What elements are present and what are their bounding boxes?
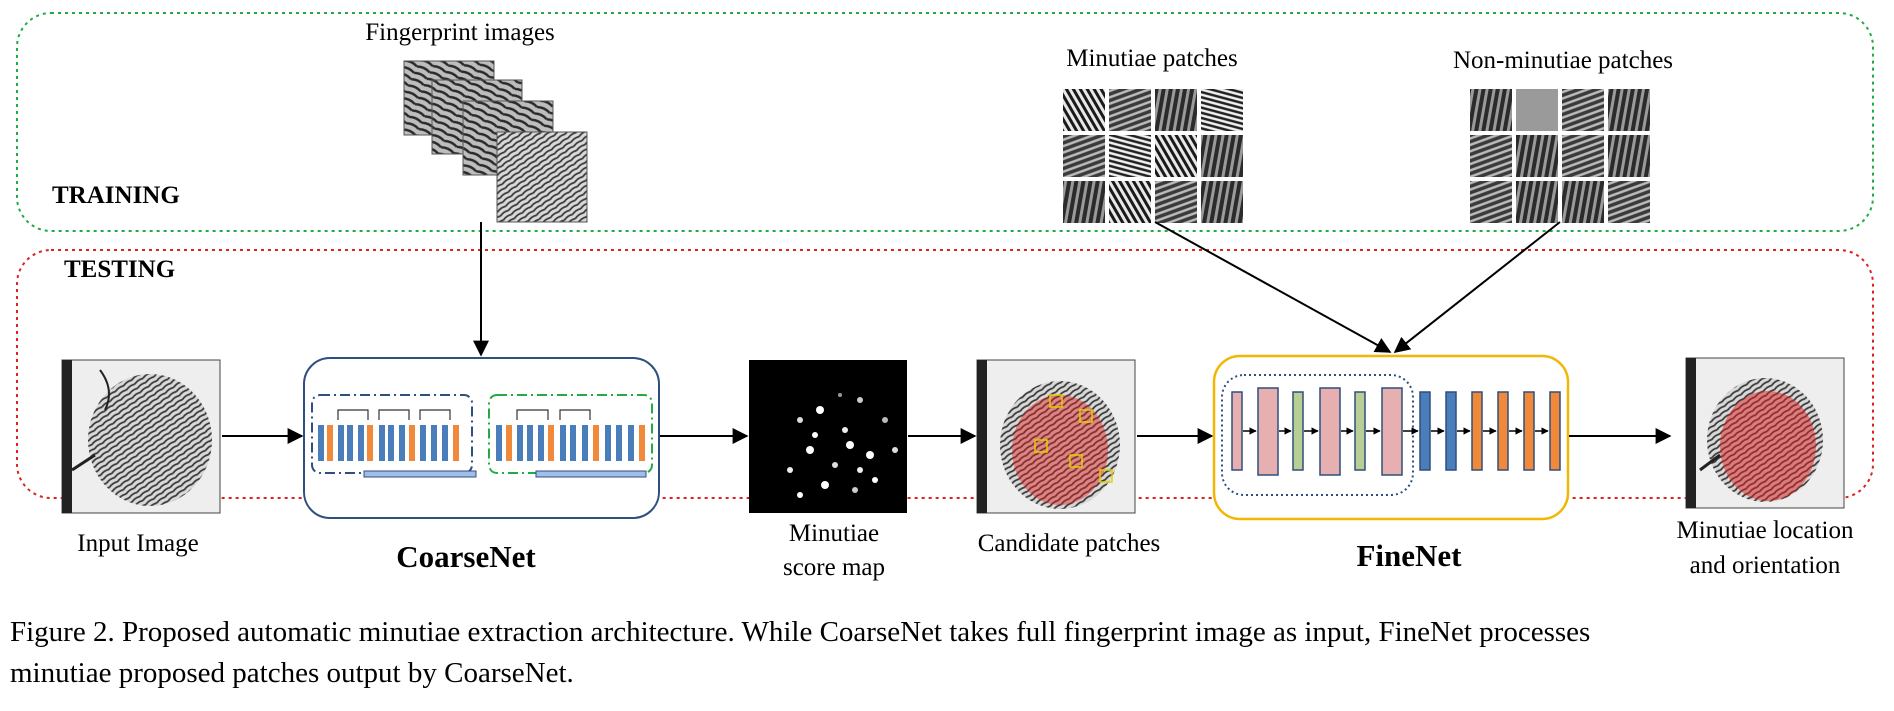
patch — [1201, 181, 1243, 223]
patch — [1608, 89, 1650, 131]
patch — [1470, 135, 1512, 177]
patch — [1562, 181, 1604, 223]
non-minutiae-patches-grid — [1470, 89, 1650, 223]
patch — [1608, 181, 1650, 223]
testing-region — [16, 249, 1874, 499]
input-image-label: Input Image — [77, 530, 198, 557]
score-map-label-1: Minutiae — [789, 520, 879, 547]
patch — [1155, 181, 1197, 223]
patch — [1109, 89, 1151, 131]
patch — [1109, 181, 1151, 223]
coarsenet-label: CoarseNet — [396, 539, 536, 574]
patch — [1562, 89, 1604, 131]
fingerprint-images-stack — [403, 60, 588, 223]
patch — [1201, 135, 1243, 177]
finenet-layers — [1231, 387, 1561, 476]
patch — [1516, 181, 1558, 223]
coarsenet-layers — [318, 409, 647, 478]
patch — [1516, 135, 1558, 177]
arrow-icon — [1154, 221, 1392, 353]
candidate-patches-image — [976, 359, 1136, 514]
patch — [1109, 135, 1151, 177]
output-image — [1685, 357, 1845, 509]
input-image — [61, 359, 221, 514]
fingerprint-images-label: Fingerprint images — [365, 19, 555, 46]
output-label-2: and orientation — [1690, 552, 1841, 579]
patch — [1063, 181, 1105, 223]
minutiae-patches-label: Minutiae patches — [1066, 45, 1237, 72]
fingerprint-image — [496, 131, 588, 223]
testing-title: TESTING — [64, 256, 175, 283]
finenet-label: FineNet — [1356, 538, 1462, 573]
patch — [1608, 135, 1650, 177]
score-map-label-2: score map — [783, 554, 885, 581]
patch — [1155, 135, 1197, 177]
patch — [1063, 89, 1105, 131]
patch — [1155, 89, 1197, 131]
figure-caption: Figure 2. Proposed automatic minutiae ex… — [10, 612, 1890, 694]
non-minutiae-patches-label: Non-minutiae patches — [1453, 47, 1673, 74]
training-title: TRAINING — [52, 182, 180, 209]
output-label-1: Minutiae location — [1676, 517, 1854, 544]
finenet-feature-block — [1221, 374, 1414, 496]
patch — [1201, 89, 1243, 131]
minutiae-patches-grid — [1063, 89, 1243, 223]
patch — [1562, 135, 1604, 177]
caption-line-1: Figure 2. Proposed automatic minutiae ex… — [10, 616, 1591, 648]
arrow-icon — [1393, 221, 1561, 353]
candidate-patches-label: Candidate patches — [978, 530, 1161, 557]
caption-line-2: minutiae proposed patches output by Coar… — [10, 657, 574, 689]
minutiae-score-map — [749, 360, 907, 513]
coarsenet-box — [303, 357, 660, 519]
patch — [1516, 89, 1558, 131]
patch — [1470, 89, 1512, 131]
patch — [1470, 181, 1512, 223]
patch — [1063, 135, 1105, 177]
